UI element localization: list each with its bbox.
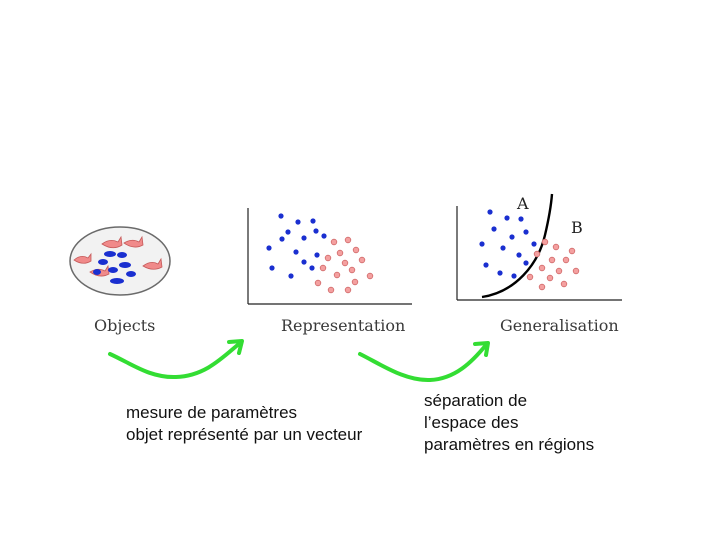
arrows bbox=[108, 339, 490, 383]
class-b-point bbox=[352, 246, 360, 254]
fish-shape bbox=[101, 235, 123, 249]
blob-shape bbox=[93, 269, 101, 275]
class-b-point bbox=[555, 267, 563, 275]
class-b-point bbox=[319, 264, 327, 272]
class-b-point bbox=[546, 274, 554, 282]
generalisation-panel bbox=[456, 193, 622, 301]
class-a-point bbox=[531, 241, 537, 247]
blob-shape bbox=[104, 251, 116, 257]
class-a-point bbox=[523, 229, 529, 235]
class-a-point bbox=[285, 229, 291, 235]
caption-measurement: mesure de paramètres objet représenté pa… bbox=[126, 402, 362, 446]
caption-line: séparation de bbox=[424, 391, 528, 410]
class-b-point bbox=[533, 250, 541, 258]
class-b-point bbox=[568, 247, 576, 255]
objects-label: Objects bbox=[94, 316, 156, 335]
class-a-point bbox=[309, 265, 315, 271]
arrow-head-2 bbox=[473, 341, 490, 357]
class-a-point bbox=[266, 245, 272, 251]
class-a-point bbox=[483, 262, 489, 268]
class-a-points bbox=[266, 213, 327, 279]
caption-line: objet représenté par un vecteur bbox=[126, 425, 363, 444]
class-a-point bbox=[295, 219, 301, 225]
class-a-point bbox=[479, 241, 485, 247]
decision-boundary bbox=[481, 193, 554, 299]
class-a-point bbox=[301, 259, 307, 265]
generalisation-label: Generalisation bbox=[500, 316, 619, 335]
class-a-point bbox=[523, 260, 529, 266]
class-a-point bbox=[509, 234, 515, 240]
class-b-point bbox=[538, 283, 546, 291]
arrow-objects-to-representation bbox=[108, 341, 242, 380]
class-a-point bbox=[314, 252, 320, 258]
caption-line: paramètres en régions bbox=[424, 435, 595, 454]
blob-shape bbox=[110, 278, 124, 284]
representation-panel bbox=[247, 208, 412, 305]
class-b-point bbox=[552, 243, 560, 251]
class-a-point bbox=[518, 216, 524, 222]
objects-ellipse bbox=[69, 226, 171, 296]
class-b-point bbox=[336, 249, 344, 257]
representation-label: Representation bbox=[281, 316, 406, 335]
class-a-point bbox=[321, 233, 327, 239]
arrow-representation-to-generalisation bbox=[358, 343, 488, 383]
class-b-point bbox=[366, 272, 374, 280]
class-b-point bbox=[341, 259, 349, 267]
class-a-point bbox=[500, 245, 506, 251]
class-a-point bbox=[269, 265, 275, 271]
class-a-point bbox=[511, 273, 517, 279]
class-b-point bbox=[351, 278, 359, 286]
class-b-point bbox=[333, 271, 341, 279]
class-a-point bbox=[487, 209, 493, 215]
class-a-point bbox=[293, 249, 299, 255]
class-b-point bbox=[344, 236, 352, 244]
class-b-point bbox=[560, 280, 568, 288]
class-b-point bbox=[572, 267, 580, 275]
class-b-point bbox=[348, 266, 356, 274]
class-b-point bbox=[358, 256, 366, 264]
blob-shape bbox=[108, 267, 118, 273]
class-b-point bbox=[562, 256, 570, 264]
class-a-point bbox=[491, 226, 497, 232]
class-a-point bbox=[497, 270, 503, 276]
class-a-point bbox=[504, 215, 510, 221]
blob-shape bbox=[98, 259, 108, 265]
class-a-point bbox=[516, 252, 522, 258]
class-a-points bbox=[479, 209, 537, 279]
objects-panel bbox=[69, 226, 171, 296]
blob-shape bbox=[126, 271, 136, 277]
class-b-point bbox=[526, 273, 534, 281]
class-b-point bbox=[327, 286, 335, 294]
fish-shape bbox=[73, 252, 92, 264]
class-a-point bbox=[288, 273, 294, 279]
region-b-label: B bbox=[571, 218, 583, 237]
arrow-head-1 bbox=[227, 339, 244, 355]
class-b-point bbox=[330, 238, 338, 246]
class-b-point bbox=[324, 254, 332, 262]
fish-shape bbox=[123, 235, 144, 248]
class-a-point bbox=[301, 235, 307, 241]
blob-shape bbox=[117, 252, 127, 258]
class-a-point bbox=[279, 236, 285, 242]
fish-shape bbox=[142, 257, 163, 270]
caption-line: l’espace des bbox=[424, 413, 519, 432]
class-b-point bbox=[548, 256, 556, 264]
class-b-point bbox=[541, 238, 549, 246]
class-a-point bbox=[310, 218, 316, 224]
class-b-point bbox=[538, 264, 546, 272]
blob-shape bbox=[119, 262, 131, 268]
class-b-point bbox=[314, 279, 322, 287]
caption-separation: séparation de l’espace des paramètres en… bbox=[424, 390, 594, 456]
caption-line: mesure de paramètres bbox=[126, 403, 298, 422]
class-b-points bbox=[526, 238, 580, 291]
class-b-point bbox=[344, 286, 352, 294]
class-a-point bbox=[313, 228, 319, 234]
region-a-label: A bbox=[517, 194, 529, 213]
class-a-point bbox=[278, 213, 284, 219]
class-b-points bbox=[314, 236, 374, 294]
blob-shapes bbox=[93, 251, 136, 284]
